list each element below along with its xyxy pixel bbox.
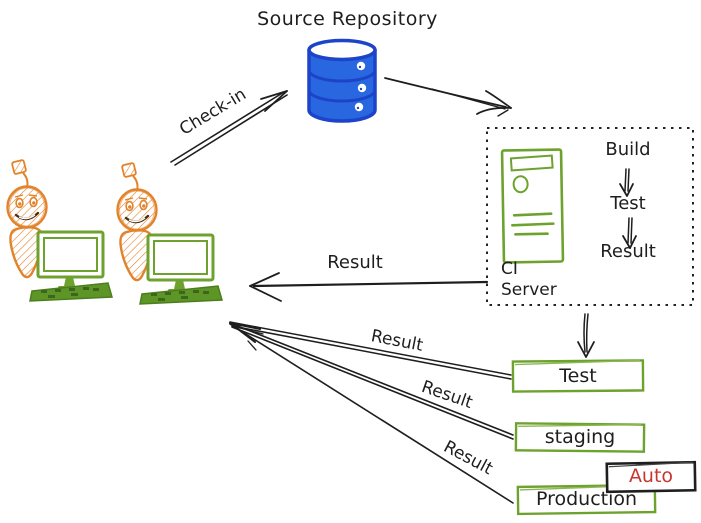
developer-workstation-icon (116, 161, 224, 306)
step-result-label: Result (600, 241, 656, 262)
staging-env-box (514, 422, 646, 453)
developer-workstation-icon (6, 158, 114, 303)
build-to-test-arrow (619, 168, 634, 197)
env-result-arrows (229, 321, 514, 504)
auto-badge-box (605, 460, 697, 494)
auto-badge-label: Auto (628, 465, 674, 487)
test-to-result-arrow (622, 217, 637, 249)
step-build-label: Build (605, 139, 651, 160)
repo-to-ci-arrow (384, 77, 512, 117)
check-in-arrow (170, 90, 288, 166)
test-env-box (511, 359, 645, 393)
staging-env-label: staging (544, 426, 616, 448)
ci-server-tower-icon (500, 148, 565, 264)
result-to-dev-label: Result (327, 252, 383, 273)
production-env-label: Production (535, 488, 638, 510)
test-env-label: Test (559, 365, 597, 387)
ci-server-label: CI Server (501, 259, 557, 300)
ci-to-test-arrow (577, 313, 595, 358)
result-to-developers-arrow (249, 272, 489, 302)
source-repository-title: Source Repository (257, 8, 438, 30)
database-icon (307, 38, 377, 123)
step-test-label: Test (610, 193, 646, 214)
